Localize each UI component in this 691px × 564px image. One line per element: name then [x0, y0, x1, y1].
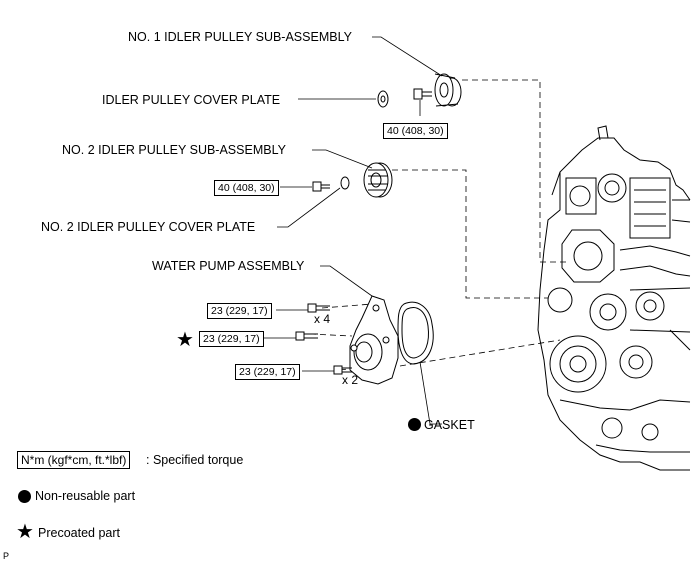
- no1-idler-pulley-part: [434, 73, 462, 107]
- engine-block-illustration: [537, 125, 691, 471]
- label-no1-idler-pulley: NO. 1 IDLER PULLEY SUB-ASSEMBLY: [128, 30, 352, 44]
- label-no2-idler-pulley: NO. 2 IDLER PULLEY SUB-ASSEMBLY: [62, 143, 286, 157]
- label-idler-cover-plate: IDLER PULLEY COVER PLATE: [102, 93, 281, 107]
- footer-mark: P: [3, 551, 10, 561]
- no2-idler-pulley-part: [363, 162, 393, 198]
- legend-precoated-star-icon: ★: [16, 521, 34, 543]
- label-no2-idler-cover-plate: NO. 2 IDLER PULLEY COVER PLATE: [41, 220, 256, 234]
- qty-upper-bolts: x 4: [314, 312, 331, 326]
- idler-cover-plate-part: [377, 90, 389, 108]
- idler1-bolt-part: [413, 88, 432, 100]
- water-pump-bolts: [295, 303, 352, 375]
- legend-non-reusable: Non-reusable part: [35, 489, 136, 503]
- torque-pump-lower: 23 (229, 17): [235, 364, 300, 380]
- legend-torque-units: N*m (kgf*cm, ft.*lbf): [17, 451, 131, 469]
- torque-pump-upper: 23 (229, 17): [207, 303, 272, 319]
- label-gasket: GASKET: [424, 418, 475, 432]
- legend-torque-desc: : Specified torque: [146, 453, 244, 467]
- label-water-pump: WATER PUMP ASSEMBLY: [152, 259, 305, 273]
- idler2-bolt-part: [312, 181, 330, 192]
- gasket-part: [397, 301, 434, 365]
- torque-idler2-bolt: 40 (408, 30): [214, 180, 279, 196]
- no2-idler-cover-plate-part: [340, 176, 350, 190]
- torque-idler1-bolt: 40 (408, 30): [383, 123, 448, 139]
- leader-lines: [262, 36, 443, 425]
- legend-precoated: Precoated part: [38, 526, 120, 540]
- non-reusable-dot-icon: [408, 418, 421, 431]
- water-pump-part: [349, 295, 399, 385]
- legend-non-reusable-dot-icon: [18, 490, 31, 503]
- qty-lower-bolts: x 2: [342, 373, 359, 387]
- alignment-lines: [309, 79, 566, 371]
- precoated-star-icon: ★: [176, 329, 194, 351]
- torque-pump-precoated: 23 (229, 17): [199, 331, 264, 347]
